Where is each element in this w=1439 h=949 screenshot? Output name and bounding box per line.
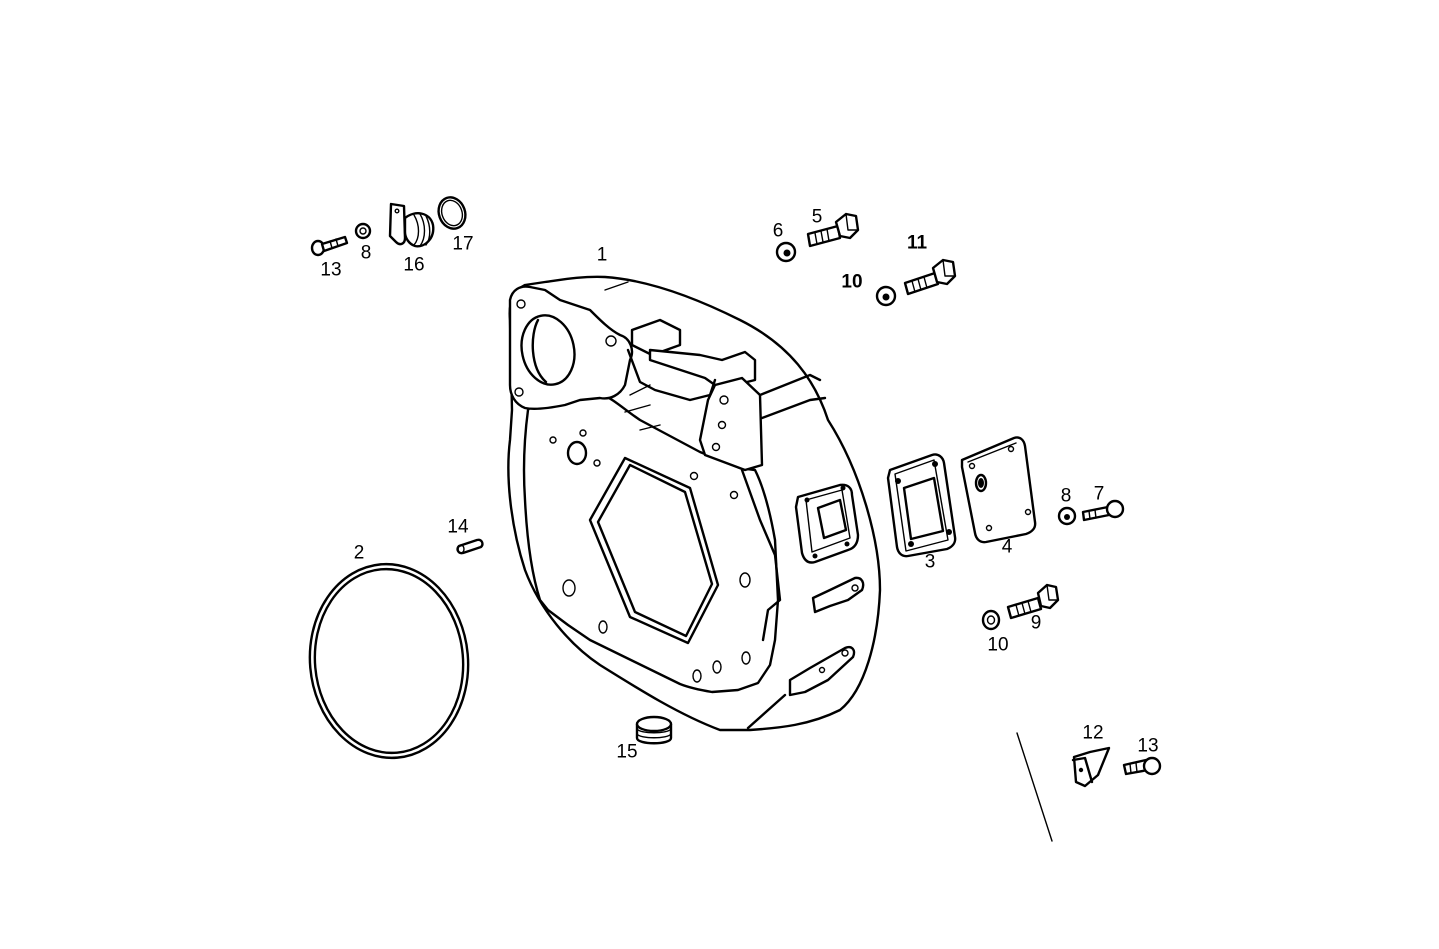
washer-icon xyxy=(981,609,1001,631)
o-ring-large-icon xyxy=(308,562,470,760)
washer-icon xyxy=(875,285,897,307)
callout-part-2: 2 xyxy=(353,542,365,564)
callout-part-12: 12 xyxy=(1082,722,1104,744)
callout-part-10: 10 xyxy=(841,271,863,293)
callout-part-16: 16 xyxy=(403,254,425,276)
callout-part-8: 8 xyxy=(360,242,372,264)
cover-plate-icon xyxy=(960,436,1037,544)
gasket-icon xyxy=(886,453,957,558)
bolt-icon xyxy=(310,235,349,257)
leader-line xyxy=(1016,732,1053,842)
cable-clamp-icon xyxy=(388,202,435,248)
hex-bolt-icon xyxy=(1006,583,1060,620)
callout-part-6: 6 xyxy=(772,220,784,242)
dowel-pin-icon xyxy=(456,538,484,555)
callout-part-4: 4 xyxy=(1001,536,1013,558)
callout-part-5: 5 xyxy=(811,206,823,228)
callout-part-8: 8 xyxy=(1060,485,1072,507)
hex-bolt-icon xyxy=(806,212,860,248)
callout-part-15: 15 xyxy=(616,741,638,763)
callout-part-17: 17 xyxy=(452,233,474,255)
callout-part-9: 9 xyxy=(1030,612,1042,634)
callout-part-3: 3 xyxy=(924,551,936,573)
hex-bolt-icon xyxy=(903,258,957,296)
callout-part-11: 11 xyxy=(906,232,928,254)
callout-part-1: 1 xyxy=(596,244,608,266)
callout-part-13: 13 xyxy=(320,259,342,281)
callout-part-14: 14 xyxy=(447,516,469,538)
washer-icon xyxy=(354,222,372,240)
bracket-icon xyxy=(1071,746,1111,788)
callout-part-13: 13 xyxy=(1137,735,1159,757)
callout-part-10: 10 xyxy=(987,634,1009,656)
bolt-icon xyxy=(1122,756,1162,776)
washer-icon xyxy=(775,241,797,263)
threaded-plug-icon xyxy=(635,715,673,745)
hex-bolt-icon xyxy=(1081,499,1125,522)
seal-ring-icon xyxy=(437,196,467,230)
flywheel-housing-icon xyxy=(507,275,882,732)
washer-icon xyxy=(1057,506,1077,526)
callout-part-7: 7 xyxy=(1093,483,1105,505)
